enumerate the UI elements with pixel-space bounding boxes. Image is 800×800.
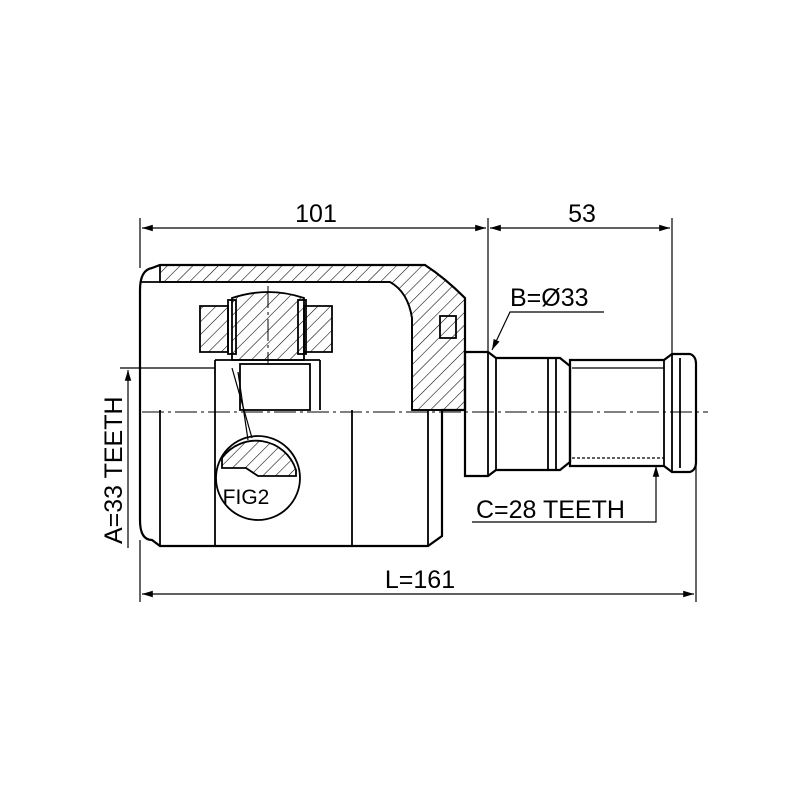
- fig2-detail: FIG2: [215, 367, 301, 521]
- spline-outer-label: A=33 TEETH: [100, 396, 128, 544]
- dimension-53-label: 53: [568, 200, 596, 228]
- dimension-total-label: L=161: [385, 566, 455, 594]
- fig2-label: FIG2: [223, 486, 270, 509]
- dimension-101-label: 101: [295, 200, 337, 228]
- spline-shaft-label: C=28 TEETH: [476, 496, 625, 524]
- housing: [138, 263, 467, 548]
- roller-assembly: [199, 286, 333, 411]
- dimension-diameter: B=Ø33: [491, 284, 604, 351]
- dimension-total: L=161: [139, 462, 697, 602]
- dimension-spline-outer: A=33 TEETH: [100, 367, 215, 548]
- diameter-label: B=Ø33: [510, 284, 589, 312]
- dimension-53: 53: [490, 200, 673, 356]
- dimension-spline-shaft: C=28 TEETH: [472, 466, 660, 524]
- dimension-101: 101: [139, 200, 489, 352]
- shaft: [463, 350, 698, 478]
